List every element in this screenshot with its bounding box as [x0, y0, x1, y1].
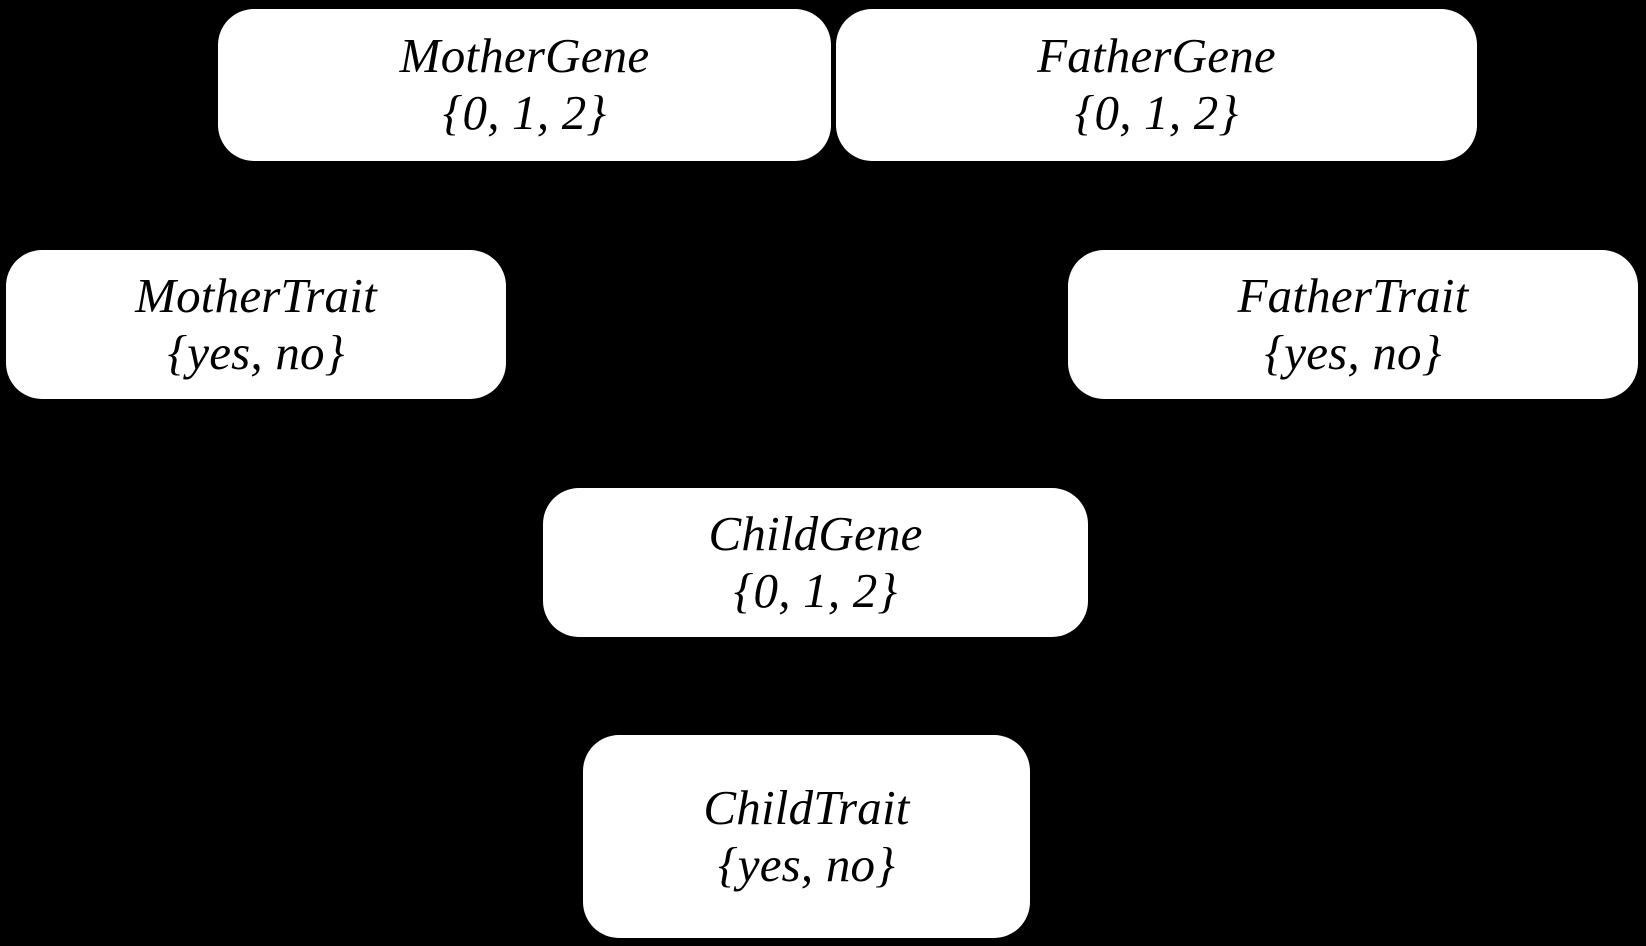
- node-child-trait-name: ChildTrait: [703, 779, 910, 835]
- edge-father-gene-to-child-gene: [878, 160, 1092, 486]
- node-mother-trait-name: MotherTrait: [135, 267, 377, 323]
- node-child-gene-name: ChildGene: [708, 505, 923, 561]
- node-mother-gene[interactable]: MotherGene {0, 1, 2}: [218, 9, 831, 161]
- node-child-gene[interactable]: ChildGene {0, 1, 2}: [543, 488, 1088, 637]
- node-mother-gene-domain: {0, 1, 2}: [442, 85, 607, 140]
- node-child-gene-domain: {0, 1, 2}: [733, 562, 898, 618]
- edge-child-gene-to-child-trait: [797, 636, 822, 732]
- edge-mother-gene-to-mother-trait: [273, 159, 402, 248]
- node-mother-gene-name: MotherGene: [399, 28, 650, 84]
- node-mother-trait[interactable]: MotherTrait {yes, no}: [6, 250, 506, 399]
- node-father-gene-name: FatherGene: [1037, 28, 1276, 84]
- node-child-trait-domain: {yes, no}: [717, 836, 896, 892]
- node-father-gene-domain: {0, 1, 2}: [1074, 85, 1239, 140]
- edge-mother-gene-to-child-gene: [558, 160, 762, 486]
- node-father-trait-domain: {yes, no}: [1264, 324, 1442, 380]
- edge-father-gene-to-father-trait: [1218, 159, 1347, 248]
- node-child-trait[interactable]: ChildTrait {yes, no}: [583, 735, 1030, 938]
- node-father-gene[interactable]: FatherGene {0, 1, 2}: [836, 9, 1477, 161]
- node-father-trait-name: FatherTrait: [1237, 267, 1469, 323]
- node-father-trait[interactable]: FatherTrait {yes, no}: [1068, 250, 1638, 399]
- node-mother-trait-domain: {yes, no}: [167, 324, 345, 380]
